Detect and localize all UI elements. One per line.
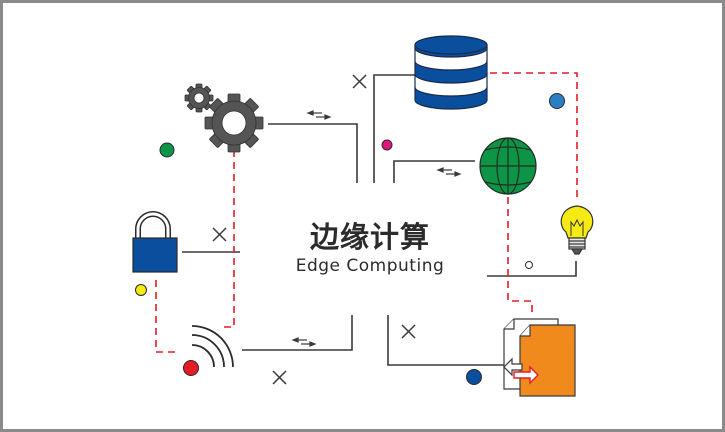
x-marks: [212, 74, 416, 385]
connector-database-center: [373, 74, 415, 183]
navy-dot: [466, 369, 482, 385]
red-dot: [183, 360, 199, 376]
x-mark-icon: [401, 324, 416, 339]
x-mark-icon: [212, 227, 227, 242]
x-mark-icon: [352, 74, 367, 89]
diagram-title-english: Edge Computing: [295, 256, 445, 276]
dashed-gears-wifi: [222, 150, 235, 328]
dashed-database-bulb: [490, 72, 578, 200]
exchange-arrows: [291, 110, 462, 347]
large-gear-icon: [204, 93, 264, 153]
gears-icon: [184, 83, 264, 153]
database-icon: [414, 35, 488, 110]
light-bulb-icon: [560, 205, 594, 255]
connector-wifi-center: [242, 315, 353, 351]
dots: [135, 93, 565, 385]
connector-globe-center: [393, 160, 475, 183]
padlock-icon: [132, 211, 178, 273]
blue-dot: [549, 93, 565, 109]
dashed-globe-files: [507, 197, 533, 312]
small-gear-icon: [184, 83, 214, 113]
dashed-lock-wifi: [155, 280, 176, 353]
exchange-arrows-icon: [436, 167, 462, 177]
magenta-dot: [381, 139, 393, 151]
exchange-arrows-icon: [291, 337, 317, 347]
file-transfer-icon: [503, 318, 576, 397]
small-ring: [525, 261, 533, 269]
connector-files-center: [387, 315, 505, 366]
yellow-dot: [135, 284, 147, 296]
wireless-signal-icon: [191, 325, 234, 368]
x-mark-icon: [272, 370, 287, 385]
green-dot: [159, 142, 175, 158]
connector-bulb-center: [487, 261, 577, 277]
globe-icon: [479, 137, 537, 195]
exchange-arrows-icon: [306, 110, 332, 120]
connector-gears-center: [268, 123, 358, 183]
dashed-connectors: [155, 72, 578, 353]
solid-connectors: [182, 74, 577, 366]
diagram-title-chinese: 边缘计算: [309, 220, 430, 254]
